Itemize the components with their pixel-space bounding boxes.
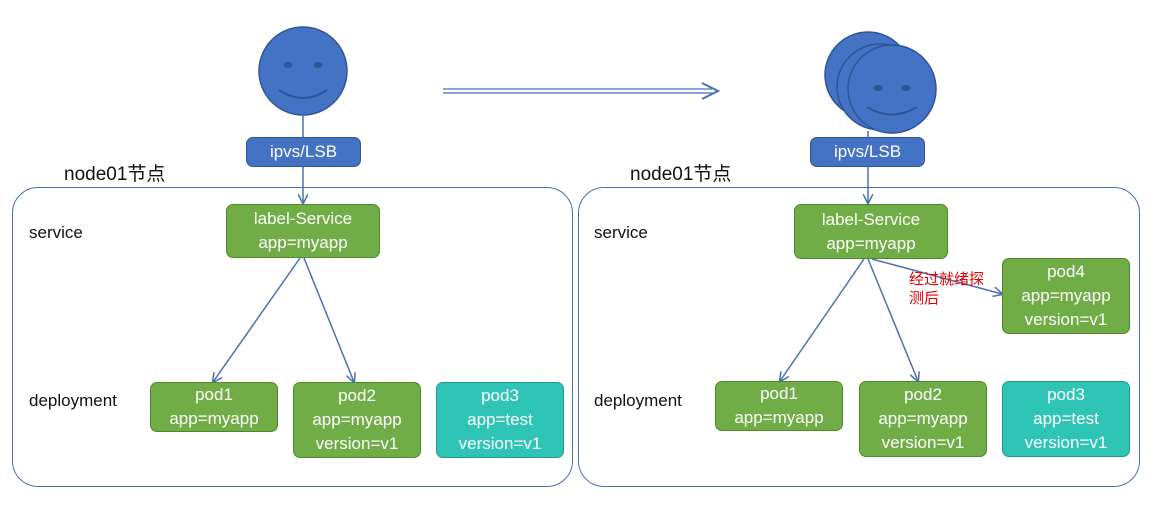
node-container-right [578,187,1140,487]
pod3-version-left: version=v1 [458,434,542,453]
smiley-face-icon [258,26,348,116]
pod4-box-right: pod4 app=myapp version=v1 [1002,258,1130,334]
double-arrow-right-icon [443,82,721,100]
pod4-name-right: pod4 [1047,262,1085,281]
stacked-smiley-faces-icon [824,31,937,134]
service-box-right: label-Service app=myapp [794,204,948,259]
readiness-probe-note: 经过就绪探 测后 [909,270,984,308]
service-to-pod4-arrow-right [871,258,1002,294]
lb-label-right: ipvs/LSB [833,142,902,161]
pod2-version-left: version=v1 [315,434,399,453]
pod2-box-left: pod2 app=myapp version=v1 [293,382,421,458]
pod3-name-right: pod3 [1047,385,1085,404]
deployment-label-right: deployment [594,391,682,410]
pod1-box-right: pod1 app=myapp [715,381,843,431]
pod3-box-left: pod3 app=test version=v1 [436,382,564,458]
pod4-version-right: version=v1 [1024,310,1108,329]
service-selector-left: app=myapp [258,233,348,252]
pod1-name-left: pod1 [195,385,233,404]
service-to-pod2-arrow-right [867,258,918,381]
pod2-version-right: version=v1 [881,433,965,452]
pod3-name-left: pod3 [481,386,519,405]
service-label-left: service [29,223,83,242]
node-title-left: node01节点 [64,164,166,185]
pod2-name-right: pod2 [904,385,942,404]
pod1-label-right: app=myapp [734,408,824,427]
pod1-box-left: pod1 app=myapp [150,382,278,432]
node-title-right: node01节点 [630,164,732,185]
pod4-label-right: app=myapp [1021,286,1111,305]
service-to-pod1-arrow [213,257,301,382]
pod3-label-right: app=test [1033,409,1099,428]
readiness-note-line2: 测后 [909,290,940,307]
service-selector-right: app=myapp [826,233,916,253]
pod2-label-left: app=myapp [312,410,402,429]
lb-box-right: ipvs/LSB [810,137,925,167]
service-name-right: label-Service [821,209,921,229]
pod3-label-left: app=test [467,410,533,429]
pod2-label-right: app=myapp [878,409,968,428]
pod2-name-left: pod2 [338,386,376,405]
service-label-right: service [594,223,648,242]
lb-label-left: ipvs/LSB [269,142,338,161]
lb-box-left: ipvs/LSB [246,137,361,167]
readiness-note-line1: 经过就绪探 [909,271,985,288]
pod1-name-right: pod1 [760,384,798,403]
service-name-left: label-Service [253,209,353,228]
pod3-version-right: version=v1 [1024,433,1108,452]
pod1-label-left: app=myapp [169,409,259,428]
service-to-pod2-arrow [303,257,354,382]
service-box-left: label-Service app=myapp [226,204,380,258]
service-to-pod1-arrow-right [780,258,865,381]
node-container-left [12,187,573,487]
pod3-box-right: pod3 app=test version=v1 [1002,381,1130,457]
deployment-label-left: deployment [29,391,117,410]
pod2-box-right: pod2 app=myapp version=v1 [859,381,987,457]
